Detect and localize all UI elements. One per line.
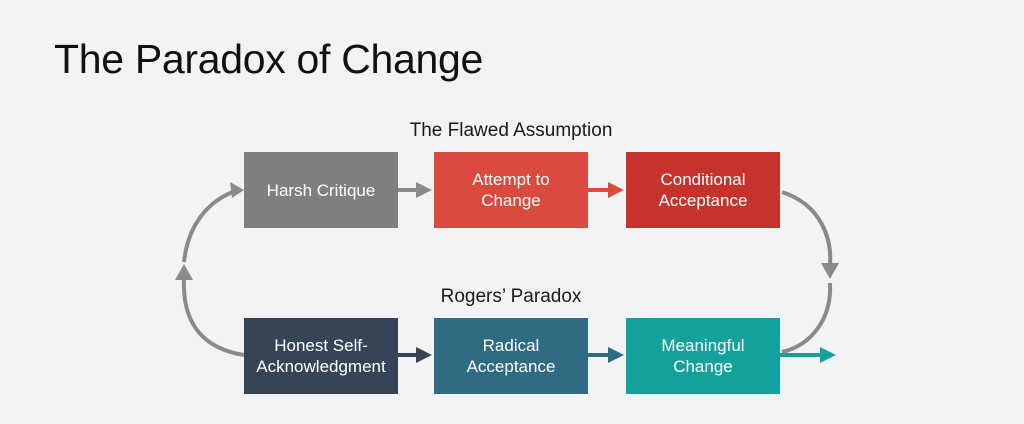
- step-meaningful-change-label: Meaningful Change: [661, 336, 745, 376]
- arrow-radical-to-meaningful: [588, 347, 624, 363]
- arrow-honest-to-radical: [398, 347, 432, 363]
- step-harsh-critique-label: Harsh Critique: [266, 180, 376, 200]
- step-radical-acceptance: Radical Acceptance: [434, 318, 588, 394]
- arrow-harsh-to-attempt: [398, 182, 432, 198]
- flawed-assumption-label: The Flawed Assumption: [409, 120, 613, 141]
- rogers-paradox-label: Rogers’ Paradox: [440, 286, 582, 307]
- step-meaningful-change: Meaningful Change: [626, 318, 780, 394]
- step-harsh-critique: Harsh Critique: [244, 152, 398, 228]
- loop-arrow-left: [175, 182, 245, 357]
- arrow-meaningful-out: [780, 347, 836, 363]
- step-conditional-acceptance-label: Conditional Acceptance: [658, 170, 748, 210]
- page-title: The Paradox of Change: [54, 36, 484, 82]
- loop-arrow-right: [781, 190, 839, 354]
- step-conditional-acceptance: Conditional Acceptance: [626, 152, 780, 228]
- step-attempt-to-change-label: Attempt to Change: [472, 170, 550, 210]
- arrow-attempt-to-conditional: [588, 182, 624, 198]
- step-honest-self-acknowledgment-label: Honest Self- Acknowledgment: [256, 336, 386, 376]
- step-attempt-to-change: Attempt to Change: [434, 152, 588, 228]
- step-radical-acceptance-label: Radical Acceptance: [466, 336, 556, 376]
- step-honest-self-acknowledgment: Honest Self- Acknowledgment: [244, 318, 398, 394]
